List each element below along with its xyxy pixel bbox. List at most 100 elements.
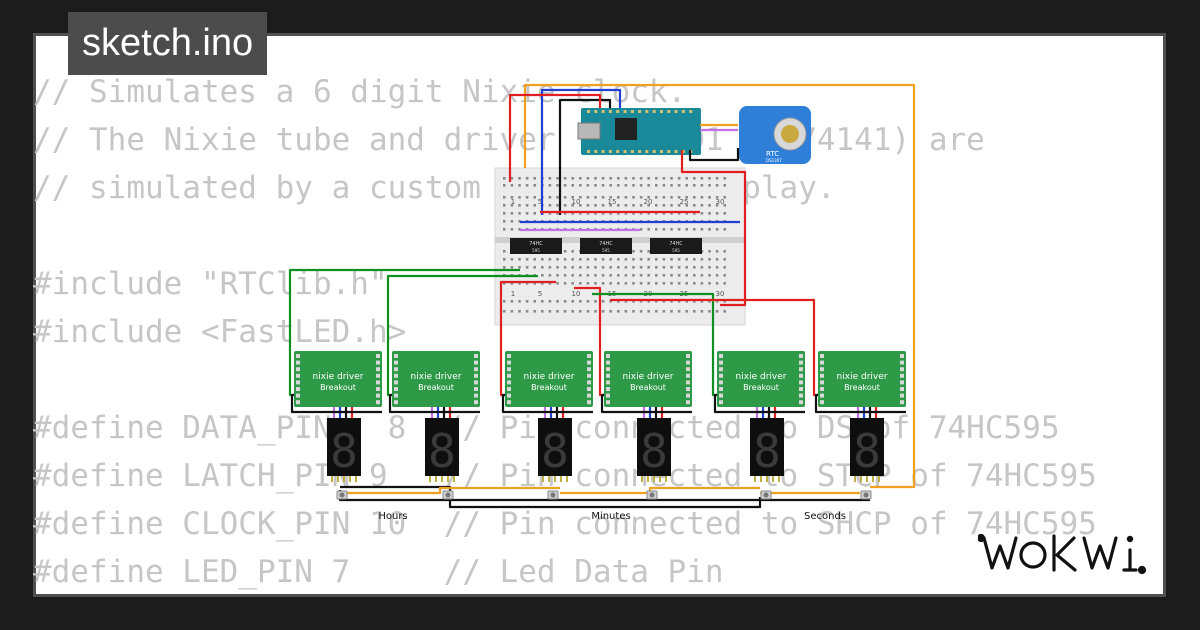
breadboard-hole (693, 282, 696, 285)
breadboard-hole (617, 212, 620, 215)
breadboard-hole (662, 310, 666, 313)
breadboard-hole (693, 266, 696, 269)
driver-pin (587, 400, 591, 405)
breadboard-hole (639, 196, 643, 199)
breadboard-hole (518, 266, 521, 269)
driver-pin (686, 367, 690, 372)
driver-pin (900, 354, 904, 358)
driver-board (294, 351, 382, 407)
usb-port (577, 122, 601, 140)
breadboard-hole (723, 310, 726, 313)
breadboard-hole (700, 274, 704, 277)
wire-gnd-chain (814, 393, 906, 414)
breadboard-hole (647, 184, 650, 187)
breadboard-hole (563, 184, 567, 187)
breadboard-hole (670, 177, 673, 180)
breadboard-hole (655, 258, 658, 261)
breadboard-hole (708, 177, 711, 180)
driver-pin (296, 400, 300, 405)
display-pin (647, 476, 649, 482)
breadboard-hole (685, 204, 688, 207)
breadboard-hole (715, 196, 719, 199)
breadboard-hole (700, 184, 704, 187)
driver-pin (719, 367, 723, 372)
driver-pin (507, 354, 511, 358)
driver-pin (474, 400, 478, 405)
breadboard-hole (655, 310, 658, 313)
driver-pin (686, 360, 690, 365)
nano-pin (601, 150, 605, 153)
code-line: // Simulates a 6 digit Nixie clock. (33, 74, 687, 110)
breadboard-hole (723, 258, 726, 261)
breadboard-hole (677, 310, 681, 313)
driver-pin (799, 393, 803, 398)
breadboard-number: 30 (716, 290, 725, 298)
breadboard-hole (639, 250, 643, 253)
nano-pin (638, 110, 642, 113)
breadboard-hole (624, 258, 628, 261)
nano-board (581, 108, 701, 155)
breadboard-hole (632, 212, 635, 215)
breadboard-hole (662, 300, 666, 303)
seven-segment-display: 8 (750, 418, 784, 482)
breadboard-hole (594, 196, 597, 199)
breadboard-hole (624, 310, 628, 313)
breadboard-hole (579, 282, 582, 285)
breadboard-hole (685, 282, 688, 285)
driver-pin (296, 373, 300, 378)
breadboard-hole (670, 196, 673, 199)
nano-pin (616, 110, 620, 113)
breadboard-hole (556, 184, 559, 187)
button-cap (863, 492, 869, 498)
code-editor[interactable]: // Simulates a 6 digit Nixie clock.// Th… (33, 68, 1097, 596)
breadboard-hole (533, 177, 536, 180)
driver-pin (376, 354, 380, 358)
display-body (538, 418, 572, 476)
file-tab[interactable]: sketch.ino (68, 12, 268, 75)
breadboard-hole (655, 228, 658, 231)
breadboard-hole (533, 266, 536, 269)
display-pin (554, 476, 556, 482)
breadboard-hole (662, 228, 666, 231)
breadboard-hole (556, 266, 559, 269)
driver-pin (507, 360, 511, 365)
driver-pin (820, 400, 824, 405)
driver-pin (394, 400, 398, 405)
breadboard-hole (708, 184, 711, 187)
driver-pin (296, 380, 300, 385)
breadboard-hole (525, 266, 529, 269)
breadboard-hole (617, 266, 620, 269)
breadboard-hole (708, 258, 711, 261)
driver-pin (296, 393, 300, 398)
breadboard-hole (533, 204, 536, 207)
breadboard-hole (586, 310, 590, 313)
driver-pin (799, 380, 803, 385)
breadboard-hole (503, 310, 506, 313)
nano-pin (630, 110, 634, 113)
breadboard-hole (594, 177, 597, 180)
breadboard-hole (670, 266, 673, 269)
breadboard-hole (541, 282, 544, 285)
breadboard-hole (715, 177, 719, 180)
breadboard-number: 20 (644, 198, 653, 206)
breadboard-hole (586, 282, 590, 285)
wire-button-gnd (340, 485, 762, 509)
driver-pin (900, 373, 904, 378)
driver-pin (587, 393, 591, 398)
breadboard-hole (655, 212, 658, 215)
breadboard-hole (601, 300, 605, 303)
driver-pin (719, 400, 723, 405)
breadboard-hole (617, 258, 620, 261)
driver-pin (376, 380, 380, 385)
breadboard-hole (685, 300, 688, 303)
breadboard-hole (647, 212, 650, 215)
breadboard-hole (548, 258, 552, 261)
breadboard-hole (510, 212, 514, 215)
breadboard-hole (624, 300, 628, 303)
breadboard-hole (548, 204, 552, 207)
driver-pin (376, 387, 380, 391)
breadboard-hole (548, 282, 552, 285)
breadboard-hole (647, 177, 650, 180)
